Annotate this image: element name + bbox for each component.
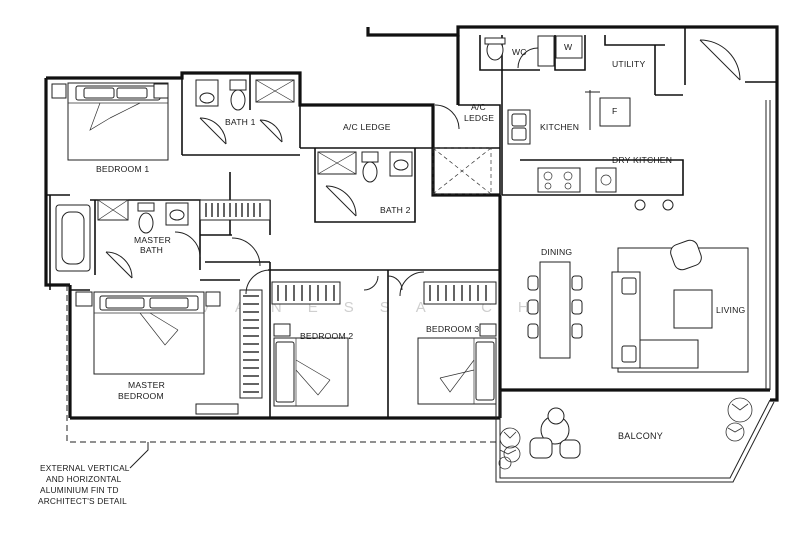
- wc-label: WC: [512, 47, 527, 57]
- note-line-2: AND HORIZONTAL: [46, 474, 122, 484]
- note-leader: [129, 442, 149, 469]
- living-furniture: [611, 239, 749, 373]
- shaft-cross: [432, 104, 492, 195]
- note-line-1: EXTERNAL VERTICAL: [40, 463, 130, 473]
- dining-label: DINING: [541, 247, 572, 257]
- exterior-walls: [44, 25, 779, 420]
- ac-ledge-label: A/C LEDGE: [343, 122, 391, 132]
- note-line-3: ALUMINIUM FIN TD: [40, 485, 119, 495]
- balcony-area: [495, 390, 775, 483]
- architect-note: EXTERNAL VERTICAL AND HORIZONTAL ALUMINI…: [38, 463, 130, 506]
- balcony-furniture: [498, 397, 753, 470]
- plant-right: [725, 397, 753, 442]
- note-line-4: ARCHITECT'S DETAIL: [38, 496, 127, 506]
- plant-left: [498, 427, 521, 470]
- master-bath-label-line1: MASTER: [134, 235, 171, 245]
- bedroom-3-label: BEDROOM 3: [426, 324, 479, 334]
- bedroom-2-furniture: [245, 269, 379, 407]
- master-bedroom-label-line1: MASTER: [128, 380, 165, 390]
- master-bedroom-furniture: [75, 237, 263, 415]
- master-bath-fixtures: [55, 199, 201, 279]
- bedroom-1-furniture: [51, 82, 169, 161]
- utility-label: UTILITY: [612, 59, 645, 69]
- dry-kitchen-label: DRY KITCHEN: [612, 155, 672, 165]
- fridge: [599, 97, 631, 127]
- wc-fixtures: [484, 35, 583, 69]
- bath-1-fixtures: [195, 79, 295, 145]
- dining-furniture: [527, 261, 583, 359]
- washer-label: W: [564, 42, 573, 52]
- bath-2-label: BATH 2: [380, 205, 411, 215]
- fridge-label: F: [612, 106, 617, 116]
- bath-1-label: BATH 1: [225, 117, 256, 127]
- wardrobe-hall: [199, 199, 271, 221]
- utility-fixtures: [585, 39, 741, 130]
- balcony-label: BALCONY: [618, 431, 663, 441]
- master-bedroom-label-line2: BEDROOM: [118, 391, 164, 401]
- bath-2-fixtures: [317, 151, 413, 217]
- dining-table: [539, 261, 571, 359]
- ac-ledge-2-label-line1: A/C: [471, 102, 486, 112]
- kitchen-fixtures: [507, 109, 674, 211]
- ac-ledge-2-label-line2: LEDGE: [464, 113, 494, 123]
- living-label: LIVING: [716, 305, 745, 315]
- bedroom-1-label: BEDROOM 1: [96, 164, 149, 174]
- bedroom-3-furniture: [387, 271, 497, 405]
- coffee-table: [673, 289, 713, 329]
- bedroom-2-label: BEDROOM 2: [300, 331, 353, 341]
- armchair: [670, 239, 702, 271]
- master-bath-label-line2: BATH: [140, 245, 163, 255]
- washer-machine: [555, 35, 583, 59]
- kitchen-label: KITCHEN: [540, 122, 579, 132]
